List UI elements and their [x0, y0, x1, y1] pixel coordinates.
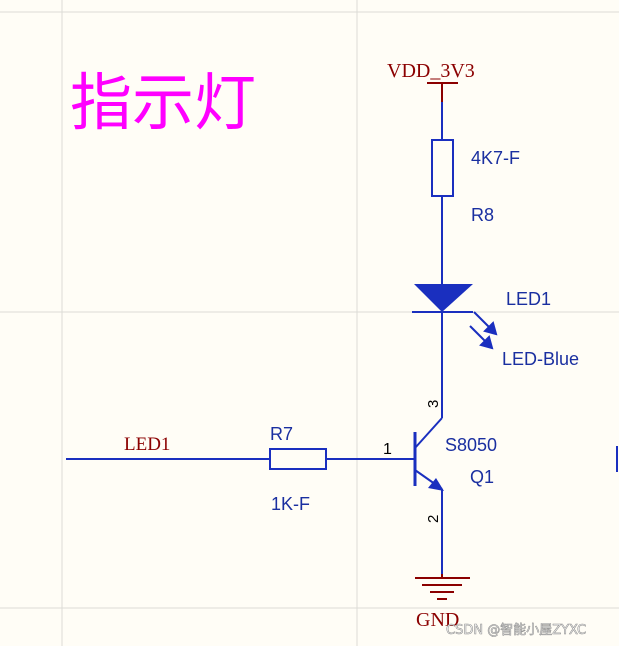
- q1-designator: Q1: [470, 467, 494, 487]
- led-designator: LED1: [506, 289, 551, 309]
- r7-designator: R7: [270, 424, 293, 444]
- r7-value: 1K-F: [271, 494, 310, 514]
- vdd-label: VDD_3V3: [387, 60, 475, 82]
- transistor-q1: S8050 Q1 1 3 2: [383, 400, 497, 523]
- q1-pin-collector: 3: [425, 400, 442, 408]
- resistor-r7: R7 1K-F: [269, 424, 327, 514]
- led-diode: LED1 LED-Blue: [412, 284, 579, 369]
- q1-part: S8050: [445, 435, 497, 455]
- r8-designator: R8: [471, 205, 494, 225]
- light-emission-arrows-icon: [469, 311, 498, 350]
- watermark: CSDN @智能小屋ZYXC: [446, 623, 586, 638]
- gnd-symbol-icon: [415, 574, 470, 600]
- q1-pin-base: 1: [383, 441, 392, 458]
- net-label-led1: LED1: [124, 434, 170, 455]
- emitter-arrow-icon: [428, 478, 444, 491]
- gnd-label: GND: [416, 609, 459, 631]
- page-title: 指示灯: [70, 66, 256, 139]
- q1-pin-emitter: 2: [425, 515, 442, 523]
- vdd-power-port: VDD_3V3: [387, 60, 475, 102]
- wires: [66, 102, 443, 574]
- r8-value: 4K7-F: [471, 148, 520, 168]
- resistor-r8: 4K7-F R8: [431, 139, 520, 225]
- led-value: LED-Blue: [502, 349, 579, 369]
